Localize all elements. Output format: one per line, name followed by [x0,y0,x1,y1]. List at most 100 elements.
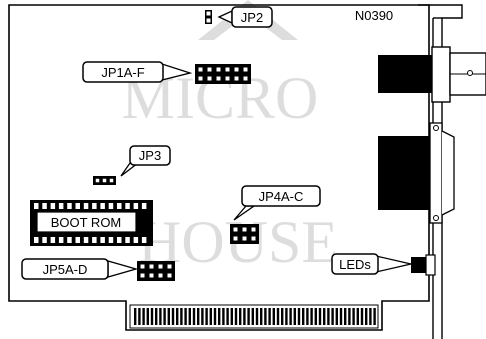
edge-finger [176,308,179,325]
jp1-callout [82,61,164,83]
jp5-jumper-block [137,261,175,281]
edge-finger [297,308,301,325]
edge-finger [188,308,191,325]
edge-finger [268,308,271,325]
jp5-pin [158,264,163,269]
jp5-pin [167,273,172,278]
edge-finger [285,308,288,325]
jp4-callout [241,185,321,207]
boot-rom-label: BOOT ROM [51,215,122,230]
rom-pin [75,237,80,243]
rom-pin [141,237,147,243]
rom-pin [117,203,122,209]
jp5-pin [140,264,145,269]
edge-finger [171,308,175,325]
edge-finger [205,308,208,325]
rom-pin [108,237,114,243]
edge-finger [226,308,229,325]
jp2-jumper [205,10,212,24]
edge-finger [306,308,309,325]
edge-finger [146,308,149,325]
edge-finger [310,308,313,325]
edge-finger [335,308,338,325]
jp4-pin [242,227,247,232]
edge-finger [201,308,204,325]
rom-pin [100,237,105,243]
edge-finger [180,308,183,325]
jp5-pin [140,273,145,278]
jp1-body [195,64,251,84]
jp1-pin [198,67,203,72]
edge-finger [314,308,317,325]
edge-finger [243,308,246,325]
edge-finger [155,308,158,325]
board-outline [8,4,430,331]
jp4-pin [233,236,238,241]
jp5-pin [149,273,154,278]
edge-finger [218,308,221,325]
edge-finger [197,308,200,325]
micro-house-watermark: MICRO HOUSE [122,0,338,275]
jp5-pin [158,273,163,278]
leds-label: LEDs [339,257,371,272]
jp3-callout [129,145,171,166]
rom-pin [133,203,139,209]
bnc-connector [378,46,486,103]
jp1-pin [243,67,248,72]
jp3-label: JP3 [139,148,161,163]
jp1-pin [234,76,239,81]
edge-finger [213,308,217,325]
edge-finger [356,308,359,325]
jp1-jumper-block [195,64,251,84]
rom-pin [50,203,56,209]
edge-finger [230,308,233,325]
edge-finger [281,308,284,325]
edge-finger [134,308,137,325]
rom-pin [58,203,64,209]
rom-pin [117,237,122,243]
jp4-pin [251,227,256,232]
db15-connector [378,122,455,224]
jp3-jumper-block [93,176,116,185]
rom-pin [141,203,147,209]
edge-finger [222,308,225,325]
edge-finger [138,308,141,325]
jp5-label: JP5A-D [43,262,88,277]
edge-finger [302,308,305,325]
rom-pin [125,203,130,209]
edge-finger [264,308,267,325]
rom-pin [34,203,39,209]
rom-pin [75,203,80,209]
jp1-pin [207,76,212,81]
edge-finger [192,308,196,325]
led-component [411,254,436,276]
edge-finger [327,308,330,325]
rom-pin [67,237,72,243]
edge-finger [167,308,170,325]
jp1-pin [216,67,221,72]
edge-finger [255,308,259,325]
edge-finger [272,308,275,325]
edge-finger [150,308,154,325]
edge-finger [276,308,280,325]
edge-finger [142,308,145,325]
rom-pin [42,203,47,209]
edge-finger [344,308,347,325]
rom-pin [83,237,89,243]
rom-pin [50,237,56,243]
jp1-pin [243,76,248,81]
jp1-label: JP1A-F [101,65,144,80]
jp3-pin [109,178,114,183]
jp4-pin [242,236,247,241]
jp1-pin [234,67,239,72]
jp2-label: JP2 [241,10,263,25]
edge-finger [247,308,250,325]
jp4-jumper-block [230,224,259,244]
jp3-pin [95,178,100,183]
rom-pin [125,237,130,243]
rom-pin [34,237,39,243]
rom-pin [133,237,139,243]
edge-finger [369,308,372,325]
jp3-pin [102,178,107,183]
